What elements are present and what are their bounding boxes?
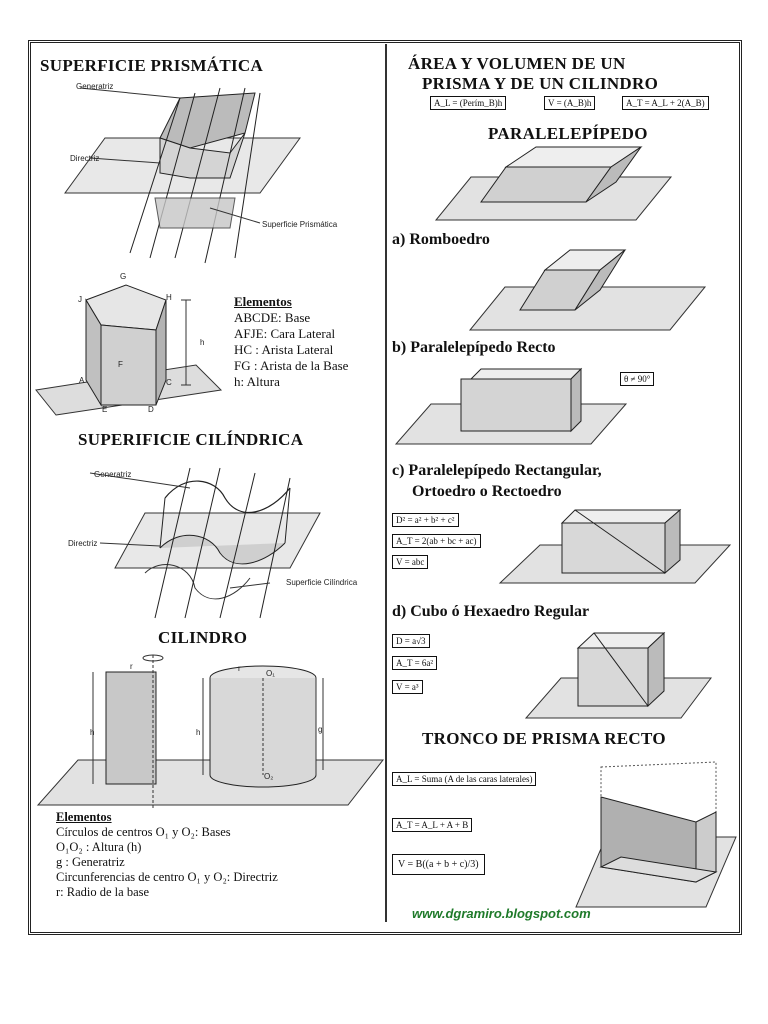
formula-cube-diagonal: D = a√3 (392, 634, 430, 648)
formula-rect-volume: V = abc (392, 555, 429, 569)
vertex-d: D (148, 405, 154, 414)
element-base-edge: FG : Arista de la Base (234, 358, 349, 373)
cyl-element-height: O₁O₂ : Altura (h) (56, 840, 142, 854)
right-title-line1: ÁREA Y VOLUMEN DE UN (408, 54, 626, 73)
ortoedro-figure (498, 508, 732, 584)
formula-cube-area: A_T = 6a² (392, 656, 438, 670)
title-paralelepipedo: PARALELEPÍPEDO (488, 124, 648, 143)
prism-figure (35, 284, 223, 416)
title-romboedro: a) Romboedro (392, 231, 490, 248)
cylindrical-surface-figure (89, 467, 321, 619)
cyl-elements-title: Elementos (56, 810, 112, 824)
prism-surface-figure (64, 87, 301, 264)
tronco-figure (575, 761, 737, 908)
cylinder-elements-list: Elementos Círculos de centros O₁ y O₂: B… (56, 810, 278, 900)
formula-rect-area: A_T = 2(ab + bc + ac) (392, 534, 481, 548)
elements-title: Elementos (234, 294, 292, 309)
label-superficie-prismatica: Superficie Prismática (262, 220, 338, 229)
cubo-figure (524, 631, 712, 719)
vertex-e: E (102, 405, 108, 414)
website-link[interactable]: www.dgramiro.blogspot.com (412, 906, 591, 921)
label-o1: O₁ (266, 669, 275, 678)
label-h-prism: h (200, 338, 205, 347)
label-h-rect: h (90, 728, 95, 737)
label-h-cyl: h (196, 728, 201, 737)
label-directriz: Directriz (70, 154, 100, 163)
label-o2: O₂ (264, 772, 274, 781)
elements-list: Elementos ABCDE: Base AFJE: Cara Lateral… (234, 294, 348, 390)
label-superficie-cilindrica: Superficie Cilíndrica (286, 578, 358, 587)
title-cyl-surface: SUPERIFICIE CILÍNDRICA (78, 430, 304, 449)
formula-volume: V = (A_B)h (544, 96, 596, 110)
formula-theta: θ ≠ 90° (620, 372, 655, 386)
formula-lateral-area: A_L = (Perím_B)h (430, 96, 507, 110)
title-rectangular-line1: c) Paralelepípedo Rectangular, (392, 462, 602, 479)
label-directriz-2: Directriz (68, 539, 98, 548)
title-cylinder: CILINDRO (158, 628, 248, 647)
element-lateral-face: AFJE: Cara Lateral (234, 326, 336, 341)
formula-tronco-total: A_T = A_L + A + B (392, 818, 473, 832)
element-base: ABCDE: Base (234, 310, 311, 325)
label-r-cyl: r (238, 664, 241, 673)
paralelepipedo-recto-figure (394, 367, 628, 445)
cyl-element-directrix: Circunferencias de centro O₁ y O₂: Direc… (56, 870, 278, 884)
column-divider (385, 44, 387, 922)
title-rectangular-line2: Ortoedro o Rectoedro (412, 483, 562, 500)
cyl-element-generatrix: g : Generatriz (56, 855, 125, 869)
right-title-line2: PRISMA Y DE UN CILINDRO (422, 74, 659, 93)
cyl-element-radius: r: Radio de la base (56, 885, 150, 899)
formula-tronco-volume: V = B((a + b + c)/3) (392, 854, 485, 875)
vertex-a: A (79, 376, 85, 385)
vertex-j: J (78, 295, 82, 304)
cyl-element-bases: Círculos de centros O₁ y O₂: Bases (56, 825, 231, 839)
label-generatriz-2: Generatriz (94, 470, 132, 479)
label-g-cyl: g (318, 725, 323, 734)
title-prism-surface: SUPERFICIE PRISMÁTICA (40, 56, 264, 75)
element-lateral-edge: HC : Arista Lateral (234, 342, 334, 357)
title-paralelepipedo-recto: b) Paralelepípedo Recto (392, 339, 556, 356)
vertex-h: H (166, 293, 172, 302)
title-cubo: d) Cubo ó Hexaedro Regular (392, 603, 590, 620)
label-generatriz: Generatriz (76, 82, 114, 91)
formula-diagonal: D² = a² + b² + c² (392, 513, 459, 527)
formula-tronco-lateral: A_L = Suma (A de las caras laterales) (392, 772, 537, 786)
element-height: h: Altura (234, 374, 280, 389)
vertex-f: F (118, 360, 123, 369)
title-tronco: TRONCO DE PRISMA RECTO (422, 729, 666, 748)
cylinder-figure (36, 654, 385, 810)
vertex-g: G (120, 272, 127, 281)
label-r-rect: r (130, 662, 133, 671)
paralelepipedo-figure (434, 146, 673, 221)
formula-cube-volume: V = a³ (392, 680, 423, 694)
formula-total-area: A_T = A_L + 2(A_B) (622, 96, 709, 110)
romboedro-figure (468, 249, 707, 331)
vertex-c: C (166, 378, 172, 387)
